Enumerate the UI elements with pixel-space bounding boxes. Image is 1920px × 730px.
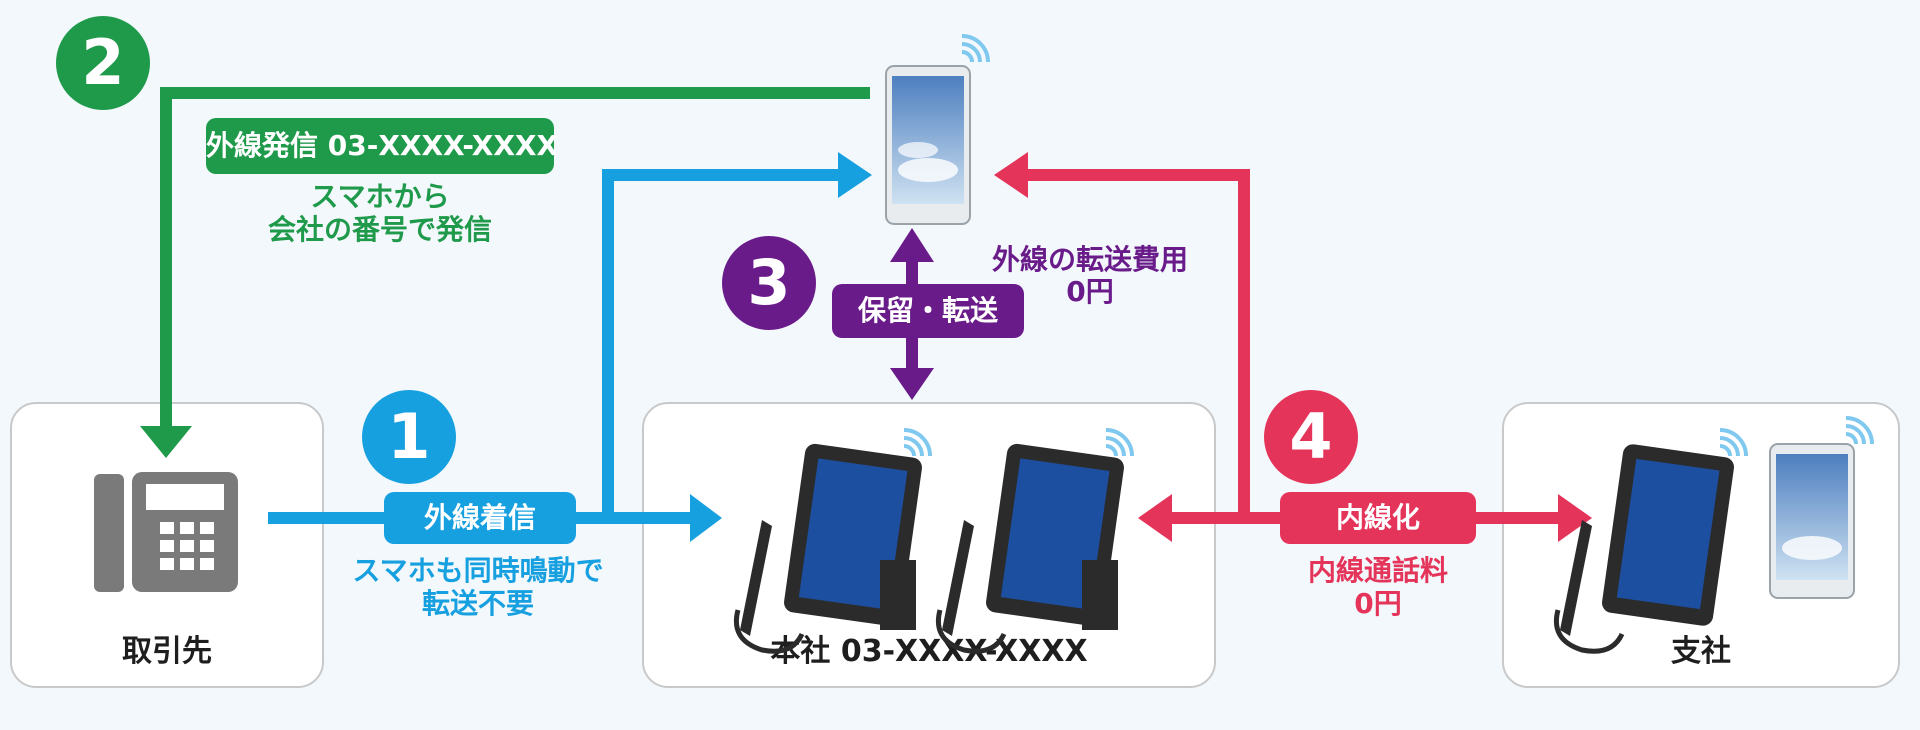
purple-arrowhead-up — [890, 228, 934, 262]
branch-label: 支社 — [1671, 634, 1731, 669]
step-1-caption: スマホも同時鳴動で 転送不要 — [318, 554, 638, 620]
green-line — [160, 87, 870, 432]
red-arrowhead-phone — [994, 152, 1028, 198]
step-3-pill: 保留・転送 — [832, 284, 1024, 338]
step-2-caption-line2: 会社の番号で発信 — [267, 213, 492, 246]
step-1-caption-line2: 転送不要 — [421, 587, 534, 620]
red-arrowhead-branch — [1558, 494, 1592, 542]
client-label: 取引先 — [122, 634, 212, 669]
step-2-caption-line1: スマホから — [310, 180, 450, 213]
step-4-caption-line2: 0円 — [1354, 587, 1402, 620]
red-line-riser — [1024, 169, 1250, 518]
ip-phone-icon — [734, 443, 922, 654]
blue-arrowhead-hq — [690, 494, 722, 542]
step-3-caption: 外線の転送費用 0円 — [970, 244, 1210, 308]
wifi-signal-icon — [1719, 428, 1748, 457]
wifi-signal-icon — [1845, 416, 1874, 445]
smartphone-icon — [885, 65, 971, 225]
step-1-number: 1 — [362, 390, 456, 484]
step-4-number: 4 — [1264, 390, 1358, 484]
blue-line-branch — [602, 169, 844, 518]
step-2-number: 2 — [56, 16, 150, 110]
ip-phone-icon — [1554, 444, 1734, 654]
step-3-caption-line1: 外線の転送費用 — [991, 243, 1188, 276]
wifi-signal-icon — [1105, 428, 1134, 457]
step-4-caption: 内線通話料 0円 — [1258, 554, 1498, 620]
green-arrowhead — [140, 426, 192, 458]
wifi-signal-icon — [961, 34, 990, 63]
purple-arrowhead-down — [890, 368, 934, 400]
step-4-pill: 内線化 — [1280, 492, 1476, 544]
step-2-pill: 外線発信 03-XXXX-XXXX — [206, 118, 558, 174]
red-arrowhead-hq — [1138, 494, 1172, 542]
desk-phone-icon — [94, 472, 238, 592]
step-1-caption-line1: スマホも同時鳴動で — [352, 554, 604, 587]
step-1-pill: 外線着信 — [384, 492, 576, 544]
hq-label: 本社 03-XXXX-XXXX — [770, 634, 1088, 669]
step-4-caption-line1: 内線通話料 — [1307, 554, 1448, 587]
step-3-number: 3 — [722, 236, 816, 330]
step-2-caption: スマホから 会社の番号で発信 — [200, 180, 560, 246]
smartphone-icon — [1769, 443, 1855, 599]
blue-arrowhead-phone — [838, 152, 872, 198]
ip-phone-icon — [936, 443, 1124, 654]
step-3-caption-line2: 0円 — [1066, 275, 1114, 308]
wifi-signal-icon — [903, 428, 932, 457]
